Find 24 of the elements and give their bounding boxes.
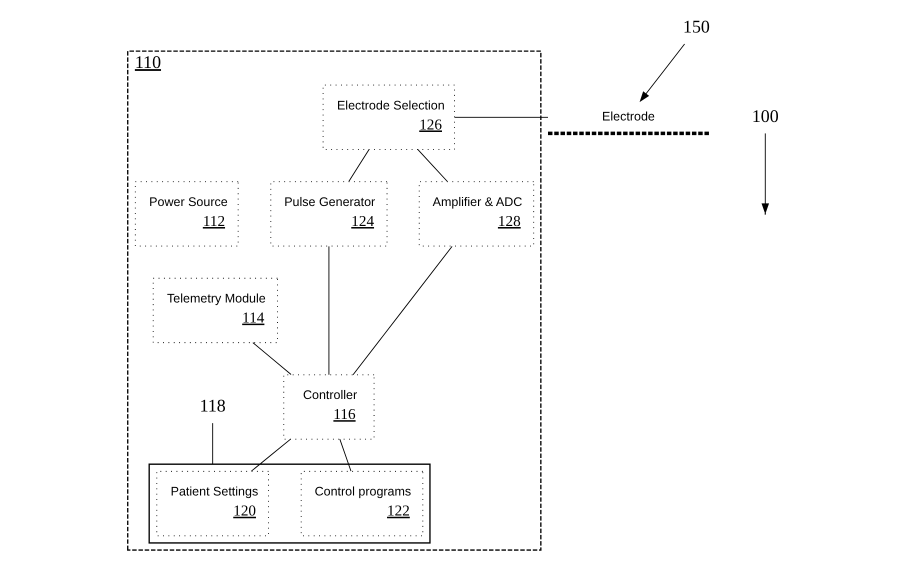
connector [454, 116, 548, 118]
cluster [148, 464, 431, 544]
node-box: Patient Settings 120 [156, 470, 270, 536]
node-box: Power Source 112 [134, 181, 239, 246]
node-box: Controller 116 [283, 374, 375, 440]
node-text: 100 [752, 106, 779, 126]
connector [352, 246, 453, 376]
node-text: 150 [683, 16, 710, 36]
node-text: 118 [200, 395, 226, 416]
node-box: Telemetry Module 114 [152, 278, 278, 344]
connector [348, 149, 370, 182]
connector [328, 246, 330, 376]
connector [417, 149, 448, 182]
node-text: Electrode [602, 110, 655, 124]
arrow [640, 44, 686, 102]
connector [250, 438, 291, 472]
connector [212, 422, 214, 465]
connector [339, 438, 352, 472]
node-box: Electrode Selection 126 [322, 84, 455, 150]
node-box: Pulse Generator 124 [270, 181, 388, 246]
node-box: Control programs 122 [300, 470, 424, 536]
arrow [762, 132, 770, 214]
connector [252, 342, 292, 375]
node-box: Amplifier & ADC 128 [418, 181, 534, 246]
